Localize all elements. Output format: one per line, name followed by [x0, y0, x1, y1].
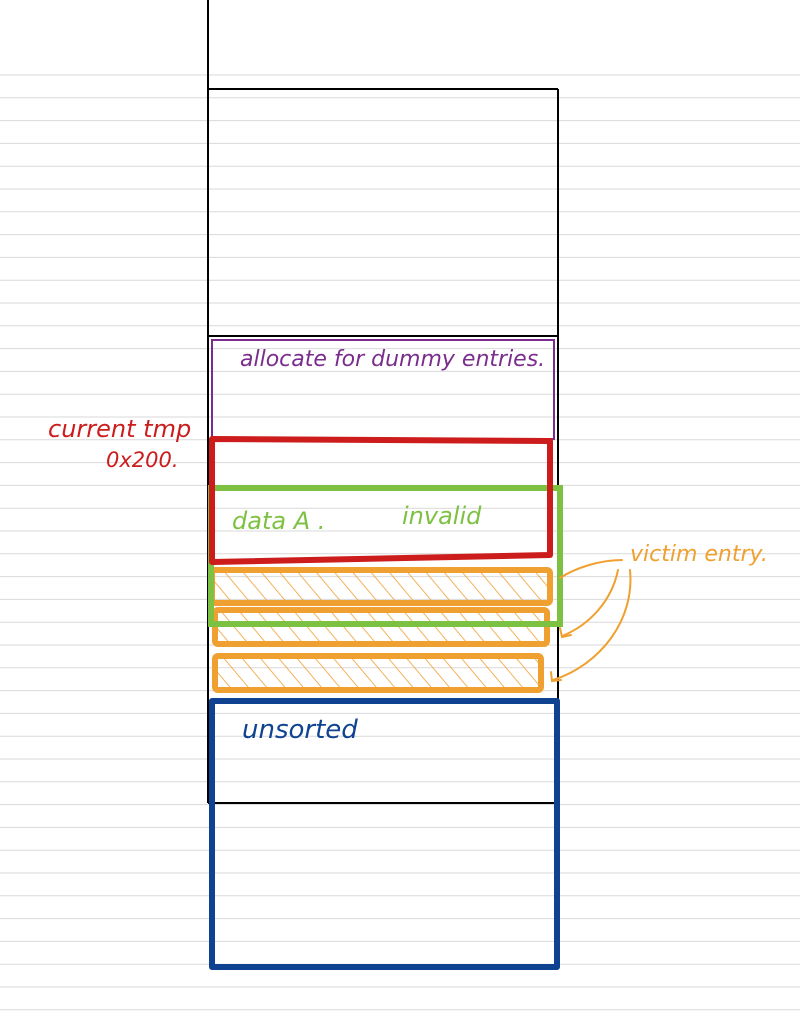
- current-tmp-box: [209, 436, 553, 565]
- victim-arrow-top: [559, 559, 623, 579]
- victim-arrows: [550, 559, 632, 683]
- data-a-label: data A .: [232, 507, 325, 535]
- victim-entries: [209, 567, 553, 693]
- victim-entry-3: [212, 653, 544, 693]
- current-tmp-label-line2: 0x200.: [106, 448, 179, 472]
- unsorted-label: unsorted: [242, 715, 358, 745]
- victim-arrow-middle: [561, 569, 619, 637]
- victim-arrowhead-middle: [559, 627, 572, 639]
- dummy-label: allocate for dummy entries.: [240, 347, 545, 372]
- victim-arrow-bottom: [552, 569, 632, 681]
- victim-entry-label: victim entry.: [630, 542, 768, 567]
- victim-entry-1: [209, 567, 553, 606]
- current-tmp-label-line1: current tmp: [48, 415, 191, 443]
- victim-arrowhead-bottom: [550, 671, 562, 683]
- invalid-label: invalid: [402, 502, 482, 530]
- memory-outline: [207, 0, 559, 804]
- unsorted-box: [209, 698, 560, 970]
